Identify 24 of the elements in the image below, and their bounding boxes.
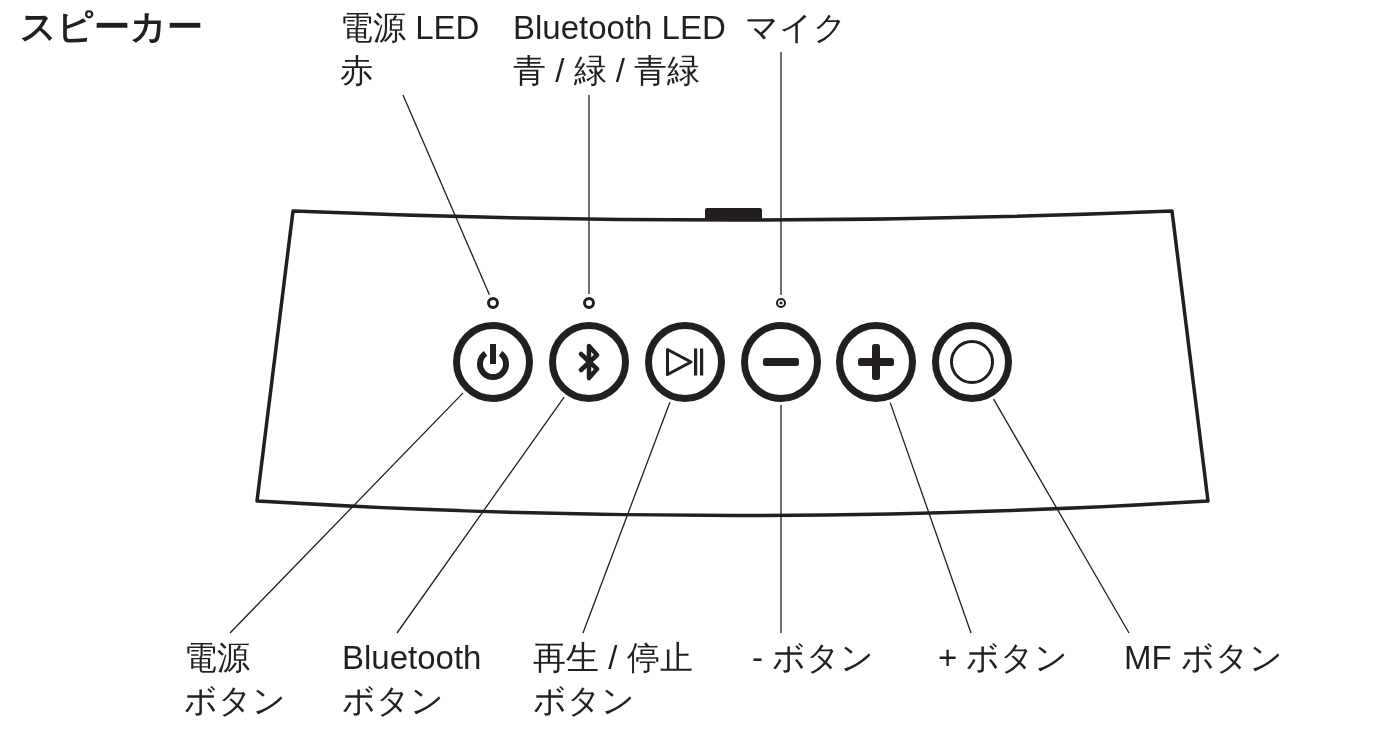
leader-line (992, 398, 1130, 634)
leader-line (889, 401, 972, 634)
title: スピーカー (20, 5, 203, 49)
callout-label: MF ボタン (1124, 636, 1283, 679)
callout-label: 再生 / 停止ボタン (533, 636, 694, 722)
led-indicator (583, 297, 595, 309)
callout-label: Bluetooth LED (513, 8, 726, 48)
leader-line (396, 396, 565, 634)
callout-label: 電源 LED (340, 8, 480, 48)
callout-label: + ボタン (938, 636, 1069, 679)
leader-line (582, 401, 671, 634)
leader-line (780, 51, 782, 296)
callout-sublabel: 青 / 緑 / 青緑 (513, 51, 700, 91)
callout-sublabel: 赤 (340, 51, 373, 91)
leader-line (780, 404, 782, 634)
callout-label: マイク (745, 6, 847, 49)
leader-line (402, 94, 491, 296)
leader-line (588, 94, 590, 295)
led-indicator (487, 297, 499, 309)
leader-line (229, 392, 464, 634)
microphone-hole (776, 298, 786, 308)
callout-label: - ボタン (752, 636, 875, 679)
callout-label: 電源ボタン (184, 636, 287, 722)
callout-label: Bluetooth ボタン (342, 636, 483, 722)
